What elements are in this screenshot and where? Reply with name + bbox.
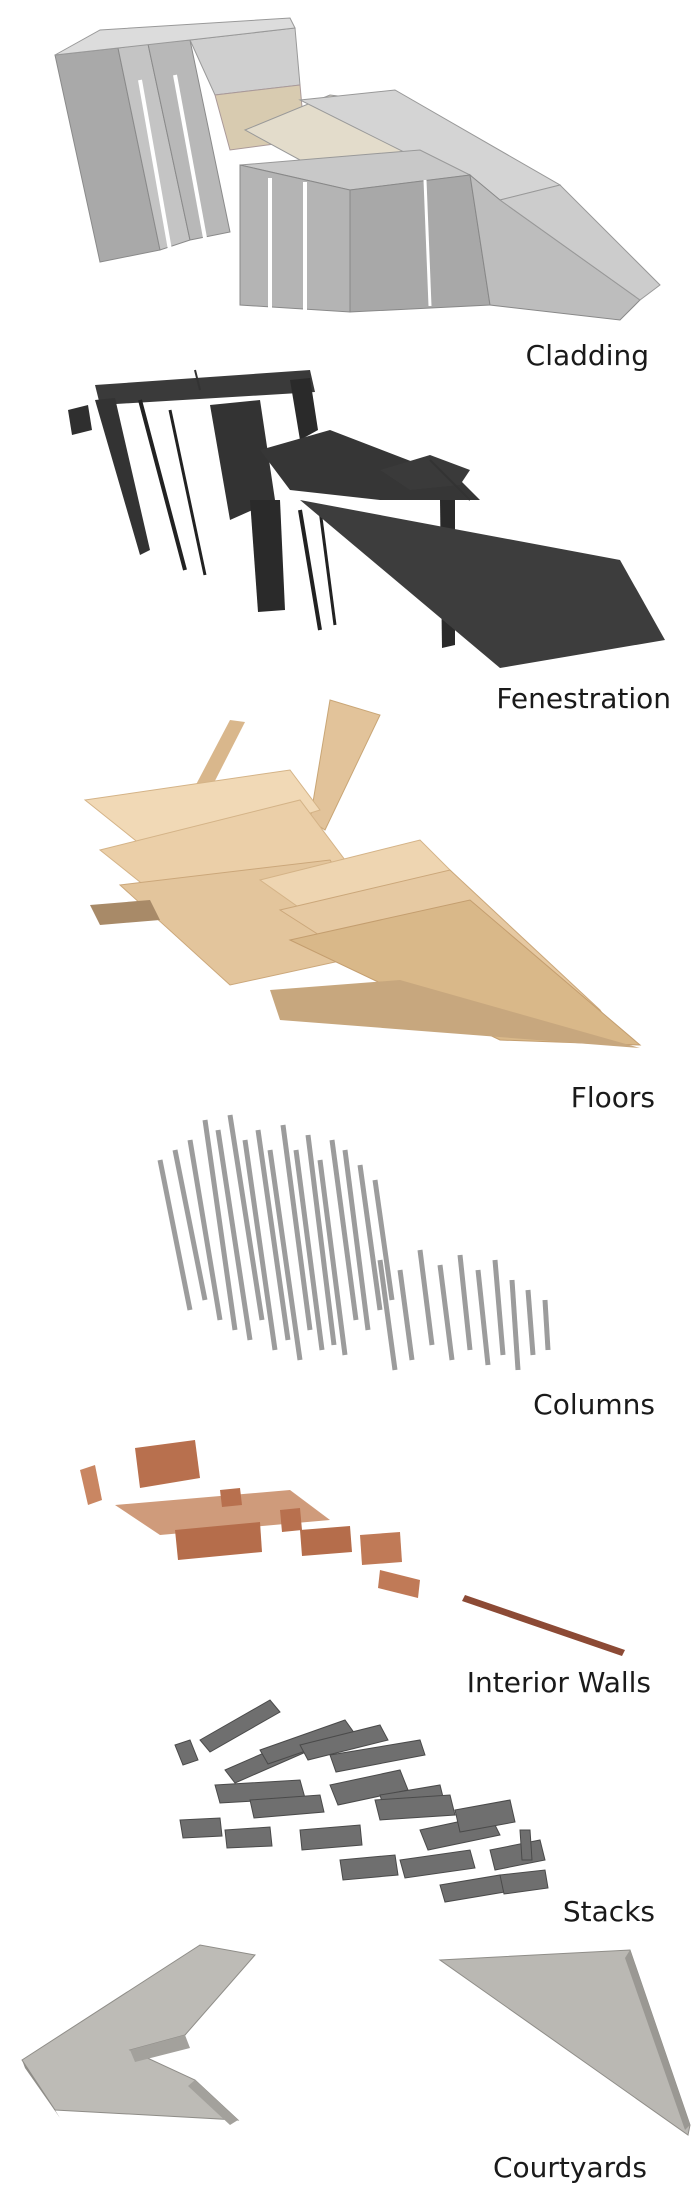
fenestration-layer — [68, 369, 665, 668]
label-stacks: Stacks — [563, 1895, 655, 1928]
cladding-layer — [54, 17, 661, 321]
floors-layer — [83, 699, 642, 1048]
label-floors: Floors — [571, 1081, 655, 1114]
label-cladding: Cladding — [526, 339, 649, 372]
courtyards-layer — [21, 1944, 691, 2136]
label-fenestration: Fenestration — [496, 682, 671, 715]
columns-layer — [157, 1114, 551, 1371]
label-columns: Columns — [533, 1388, 655, 1421]
label-courtyards: Courtyards — [493, 2151, 647, 2184]
label-interior-walls: Interior Walls — [467, 1666, 651, 1699]
stacks-layer — [174, 1699, 549, 1903]
interior-walls-layer — [80, 1440, 625, 1656]
